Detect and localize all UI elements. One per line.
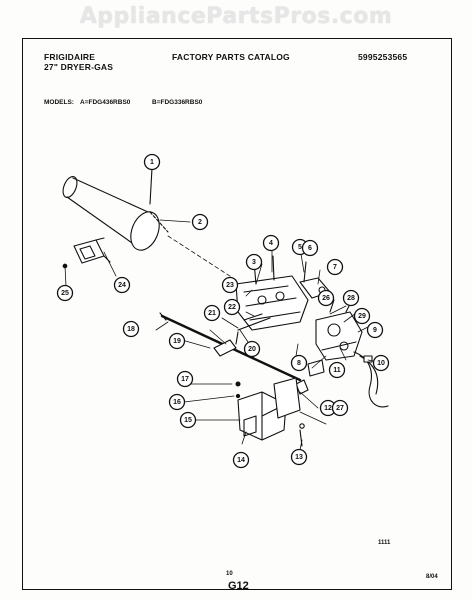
callout-18: 18 [122, 320, 140, 338]
callout-11: 11 [328, 361, 346, 379]
callout-29: 29 [353, 307, 371, 325]
burner-cylinder [62, 167, 169, 251]
callout-16: 16 [168, 393, 186, 411]
callout-6: 6 [301, 239, 319, 257]
callout-label: 19 [173, 338, 181, 345]
callout-4: 4 [262, 234, 280, 252]
mounting-bracket [235, 377, 305, 447]
wire-harness [353, 351, 389, 408]
page-frame [22, 38, 452, 590]
callout-label: 15 [184, 417, 192, 424]
callout-label: 12 [324, 405, 332, 412]
callout-label: 16 [173, 399, 181, 406]
callout-25: 25 [56, 284, 74, 302]
catalog-number: 5995253565 [358, 52, 408, 62]
callout-label: 14 [237, 457, 245, 464]
callout-label: 28 [347, 295, 355, 302]
callout-label: 24 [118, 282, 126, 289]
product-name: 27" DRYER-GAS [44, 62, 114, 72]
model-a: A=FDG436RBS0 [80, 99, 131, 106]
callout-22: 22 [223, 298, 241, 316]
callout-label: 25 [61, 290, 69, 297]
callout-17: 17 [176, 370, 194, 388]
callout-14: 14 [232, 451, 250, 469]
callout-26: 26 [317, 289, 335, 307]
callout-20: 20 [243, 340, 261, 358]
callout-label: 22 [228, 304, 236, 311]
callout-label: 27 [336, 405, 344, 412]
callout-label: 4 [269, 240, 273, 247]
footer-date: 8/04 [426, 574, 438, 580]
callout-label: 5 [298, 244, 302, 251]
callout-23: 23 [221, 276, 239, 294]
callout-3: 3 [245, 253, 263, 271]
callout-2: 2 [191, 213, 209, 231]
callout-15: 15 [179, 411, 197, 429]
callout-label: 18 [127, 326, 135, 333]
callout-9: 9 [366, 321, 384, 339]
page-number: 10 [226, 571, 233, 577]
gas-valve [315, 299, 363, 361]
callout-21: 21 [203, 304, 221, 322]
gas-supply-line [159, 312, 302, 382]
brand-name: FRIGIDAIRE [44, 52, 96, 62]
callout-10: 10 [372, 354, 390, 372]
callout-label: 6 [308, 245, 312, 252]
orifice-fitting [295, 359, 325, 395]
callout-label: 11 [333, 367, 341, 374]
igniter-bracket [62, 237, 111, 269]
callout-19: 19 [168, 332, 186, 350]
callout-8: 8 [290, 354, 308, 372]
callout-7: 7 [326, 258, 344, 276]
section-code: G12 [228, 580, 249, 592]
callout-label: 29 [358, 313, 366, 320]
callout-label: 23 [226, 282, 234, 289]
callout-1: 1 [143, 153, 161, 171]
callout-27: 27 [331, 399, 349, 417]
callout-label: 9 [373, 327, 377, 334]
catalog-title: FACTORY PARTS CATALOG [172, 52, 290, 62]
callout-label: 3 [252, 259, 256, 266]
callout-label: 8 [297, 360, 301, 367]
callout-label: 17 [181, 376, 189, 383]
callout-28: 28 [342, 289, 360, 307]
models-label: MODELS: [44, 99, 74, 106]
model-b: B=FDG336RBS0 [152, 99, 203, 106]
callout-label: 10 [377, 360, 385, 367]
callout-label: 1 [150, 159, 154, 166]
callout-label: 26 [322, 295, 330, 302]
watermark: AppliancePartsPros.com [79, 4, 393, 29]
footer-code: 1111 [378, 540, 391, 546]
callout-label: 13 [295, 454, 303, 461]
callout-label: 7 [333, 264, 337, 271]
callout-13: 13 [290, 448, 308, 466]
callout-24: 24 [113, 276, 131, 294]
callout-label: 21 [208, 310, 216, 317]
callout-label: 20 [248, 346, 256, 353]
callout-label: 2 [198, 219, 202, 226]
